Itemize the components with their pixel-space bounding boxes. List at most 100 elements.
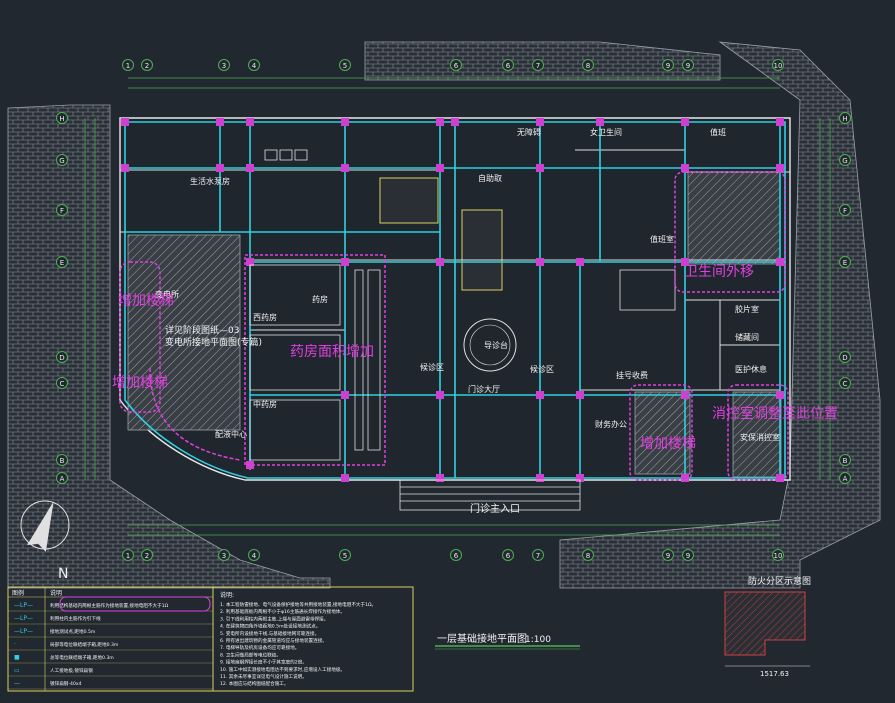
revision-annotation: 卫生间外移 xyxy=(684,264,754,280)
bottom-axis-label: 4 xyxy=(252,552,257,560)
top-axis-label: 3 xyxy=(222,62,226,70)
column-marker xyxy=(341,474,349,482)
room-label: 候诊区 xyxy=(420,362,444,372)
right-axis-label: E xyxy=(843,259,847,267)
top-axis-label: 6 xyxy=(506,62,511,70)
right-axis-bubble xyxy=(839,112,851,124)
room-label: 配液中心 xyxy=(215,429,247,439)
bottom-axis-bubble xyxy=(682,549,694,561)
note-line: 2. 利用基础底板内两根不小于φ16主筋通长焊接作为接地体。 xyxy=(220,608,345,615)
right-axis-bubble xyxy=(839,204,851,216)
legend-header-desc: 说明 xyxy=(50,589,62,597)
top-axis-label: 8 xyxy=(586,62,590,70)
note-line: 5. 变电所内设接地干线,与基础接地网可靠连接。 xyxy=(220,630,319,637)
column-marker xyxy=(536,474,544,482)
room-label: 安保消控室 xyxy=(740,432,780,442)
drawing-title: 一层基础接地平面图 1:100 xyxy=(435,632,580,650)
site-paving xyxy=(7,41,881,589)
revision-annotation: 药房面积增加 xyxy=(290,344,374,360)
column-marker xyxy=(576,474,584,482)
legend-symbol: ■ xyxy=(14,654,20,661)
room-label: 中药房 xyxy=(253,399,277,409)
legend-desc: 总等电位联结端子箱,距地0.3m xyxy=(50,654,114,661)
room-label: 变电所 xyxy=(155,289,179,299)
right-axis-label: C xyxy=(843,380,848,388)
north-arrow: N xyxy=(20,500,70,582)
room-label: 值班 xyxy=(710,127,726,137)
room-label: 储藏间 xyxy=(735,332,759,342)
legend-symbol: ▭ xyxy=(14,667,20,674)
column-marker xyxy=(681,118,689,126)
right-axis-label: H xyxy=(842,115,847,123)
top-axis-label: 2 xyxy=(145,62,149,70)
top-axis-label: 9 xyxy=(686,62,690,70)
drawing-title-text: 一层基础接地平面图 xyxy=(437,632,527,645)
inset-area: 1517.63 xyxy=(760,670,789,678)
bottom-axis-bubble xyxy=(141,549,153,561)
column-marker xyxy=(436,474,444,482)
top-axis-bubble xyxy=(682,59,694,71)
right-axis-label: D xyxy=(842,354,847,362)
top-axis-bubble xyxy=(122,59,134,71)
room-label: 生活水泵房 xyxy=(190,176,230,186)
top-axis-bubble xyxy=(218,59,230,71)
column-marker xyxy=(246,258,254,266)
note-line: 4. 在建筑物四角外墙距地0.5m处设接地测试点。 xyxy=(220,623,320,630)
left-axis-bubble xyxy=(56,472,68,484)
column-marker xyxy=(341,164,349,172)
column-marker xyxy=(681,258,689,266)
bottom-axis-label: 7 xyxy=(536,552,540,560)
left-axis-bubble xyxy=(56,377,68,389)
entrance-label: 门诊主入口 xyxy=(470,502,520,515)
note-line: 12. 本图应与结构图纸配合施工。 xyxy=(220,680,289,687)
legend-symbol: —LP— xyxy=(14,615,33,622)
legend-desc: 局部等电位联结端子箱,距地0.3m xyxy=(50,641,119,648)
right-axis-bubble xyxy=(839,351,851,363)
room-label: 导诊台 xyxy=(484,340,508,350)
column-marker xyxy=(681,164,689,172)
left-axis-label: D xyxy=(59,354,64,362)
bottom-axis-bubble xyxy=(532,549,544,561)
right-axis-label: A xyxy=(843,475,848,483)
left-axis-label: G xyxy=(59,157,64,165)
top-axis-label: 4 xyxy=(252,62,257,70)
bottom-axis-bubble xyxy=(450,549,462,561)
note-line: 7. 电梯导轨及机房设备均应可靠接地。 xyxy=(220,644,299,651)
column-markers xyxy=(121,118,784,482)
bottom-axis-label: 9 xyxy=(686,552,690,560)
top-axis-label: 10 xyxy=(774,62,783,70)
revision-annotation: 增加楼梯 xyxy=(112,375,168,391)
left-axis-label: H xyxy=(59,115,64,123)
right-axis-label: F xyxy=(843,207,847,215)
note-line: 11. 其余未尽事宜详见电气设计施工说明。 xyxy=(220,673,307,680)
notes-block: 说明: 1. 本工程防雷接地、电气设备保护接地等共用接地装置,接地电阻不大于1Ω… xyxy=(212,586,414,692)
room-label: 医护休息 xyxy=(735,364,767,374)
notes-title: 说明: xyxy=(220,591,234,599)
top-axis-label: 9 xyxy=(666,62,670,70)
top-axis-label: 6 xyxy=(454,62,459,70)
left-axis-bubble xyxy=(56,256,68,268)
column-marker xyxy=(576,258,584,266)
column-marker xyxy=(536,258,544,266)
room-labels: 变电所药房西药房中药房配液中心自助取挂号收费财务办公胶片室储藏间医护休息安保消控… xyxy=(155,127,780,442)
note-block: 详见阶段图纸—03 变电所接地平面图(专篇) xyxy=(165,324,262,348)
column-marker xyxy=(436,164,444,172)
column-marker xyxy=(596,118,604,126)
legend-desc: 利用结构基础内两根主筋作为接地装置,接地电阻不大于1Ω xyxy=(50,602,169,609)
column-marker xyxy=(436,391,444,399)
column-marker xyxy=(776,391,784,399)
note-line: 6. 所有进出建筑物的金属管道均应与接地装置连接。 xyxy=(220,637,327,644)
room-label: 财务办公 xyxy=(595,419,627,429)
top-axis-bubble xyxy=(532,59,544,71)
right-axis-bubble xyxy=(839,472,851,484)
note-line: 8. 卫生间做局部等电位联结。 xyxy=(220,651,281,658)
right-axis-bubble xyxy=(839,454,851,466)
left-axis-bubble xyxy=(56,454,68,466)
column-marker xyxy=(121,164,129,172)
